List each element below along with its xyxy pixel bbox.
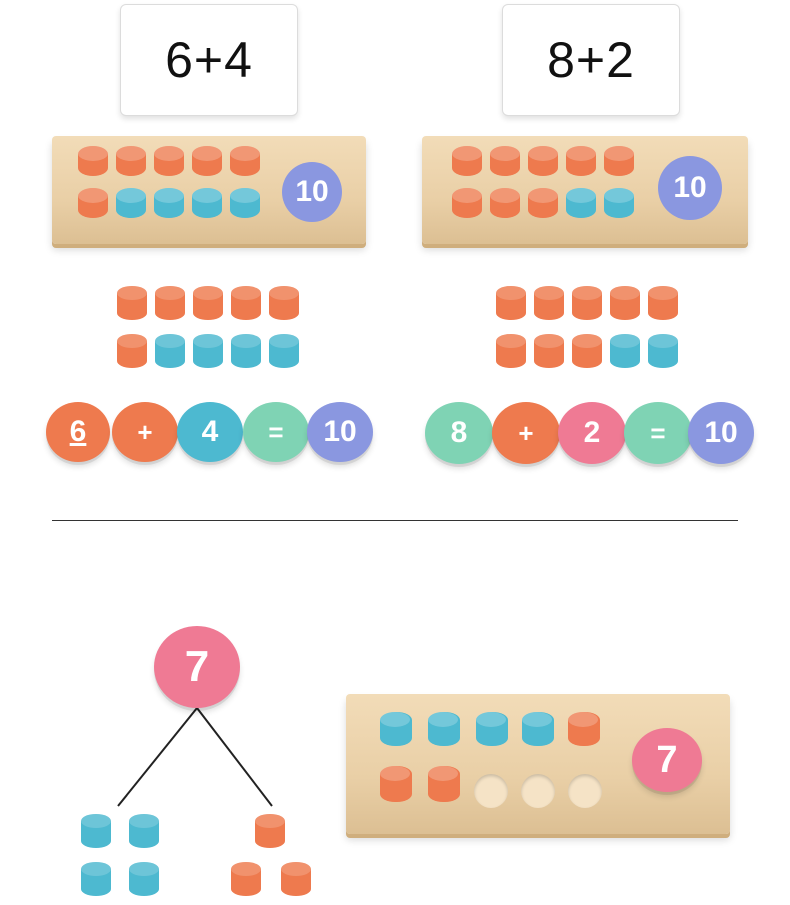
peg	[428, 766, 460, 802]
cylinder	[534, 286, 564, 320]
equation-disc: =	[243, 402, 309, 462]
flash-card-right: 8+2	[502, 4, 680, 116]
number-disc-text: 10	[673, 171, 707, 204]
cylinder	[117, 286, 147, 320]
peg	[566, 146, 596, 176]
cylinder	[610, 334, 640, 368]
equation-disc: 10	[688, 402, 754, 464]
peg	[490, 188, 520, 218]
equation-token: 8	[450, 416, 468, 449]
cylinder	[193, 334, 223, 368]
tree-root-text: 7	[184, 642, 210, 691]
peg	[154, 146, 184, 176]
bond-line-left	[117, 707, 198, 807]
section-divider	[52, 520, 738, 521]
peg	[476, 712, 508, 746]
cylinder	[269, 286, 299, 320]
number-disc-text: 7	[656, 738, 678, 781]
cylinder	[117, 334, 147, 368]
cylinder	[231, 334, 261, 368]
peg	[452, 188, 482, 218]
number-disc: 10	[658, 156, 722, 220]
peg	[380, 766, 412, 802]
peg	[78, 146, 108, 176]
cylinder	[281, 862, 311, 896]
peg	[380, 712, 412, 746]
equation-disc: 4	[177, 402, 243, 462]
equation-disc: +	[112, 402, 178, 462]
equation-token: 4	[201, 415, 219, 448]
peg	[566, 188, 596, 218]
equation-disc: 2	[558, 402, 626, 464]
cylinder	[496, 286, 526, 320]
equation-token: =	[268, 416, 284, 447]
empty-hole	[474, 774, 508, 808]
peg	[116, 146, 146, 176]
number-disc: 10	[282, 162, 342, 222]
flash-card-text: 8+2	[547, 32, 635, 88]
cylinder	[610, 286, 640, 320]
peg	[522, 712, 554, 746]
equation-token: 6	[69, 415, 87, 448]
cylinder	[231, 862, 261, 896]
peg	[490, 146, 520, 176]
wooden-board-left: 10	[52, 136, 366, 244]
peg	[528, 188, 558, 218]
wooden-board-right: 10	[422, 136, 748, 244]
cylinder	[81, 814, 111, 848]
peg	[116, 188, 146, 218]
equation-disc: +	[492, 402, 560, 464]
wooden-board-bottom: 7	[346, 694, 730, 834]
equation-disc: 6	[46, 402, 110, 462]
peg	[230, 146, 260, 176]
equation-token: +	[137, 416, 153, 447]
cylinder	[155, 286, 185, 320]
bond-line-right	[196, 707, 273, 807]
equation-disc: 8	[425, 402, 493, 464]
peg	[154, 188, 184, 218]
cylinder	[534, 334, 564, 368]
peg	[192, 188, 222, 218]
peg	[452, 146, 482, 176]
peg	[604, 188, 634, 218]
cylinder	[255, 814, 285, 848]
cylinder	[648, 286, 678, 320]
flash-card-text: 6+4	[165, 32, 253, 88]
cylinder	[269, 334, 299, 368]
cylinder	[648, 334, 678, 368]
peg	[528, 146, 558, 176]
equation-disc: =	[624, 402, 692, 464]
cylinder	[496, 334, 526, 368]
peg	[192, 146, 222, 176]
empty-hole	[568, 774, 602, 808]
cylinder	[129, 814, 159, 848]
cylinder	[231, 286, 261, 320]
empty-hole	[521, 774, 555, 808]
cylinder	[129, 862, 159, 896]
tree-root-disc: 7	[154, 626, 240, 708]
cylinder	[193, 286, 223, 320]
equation-token: +	[518, 417, 534, 448]
peg	[428, 712, 460, 746]
cylinder	[81, 862, 111, 896]
equation-token: 10	[704, 416, 738, 449]
number-disc-text: 10	[295, 175, 329, 208]
flash-card-left: 6+4	[120, 4, 298, 116]
equation-token: 10	[323, 415, 357, 448]
equation-token: 2	[583, 416, 601, 449]
peg	[78, 188, 108, 218]
number-disc: 7	[632, 728, 702, 792]
equation-token: =	[650, 417, 666, 448]
equation-disc: 10	[307, 402, 373, 462]
cylinder	[572, 334, 602, 368]
cylinder	[572, 286, 602, 320]
peg	[230, 188, 260, 218]
peg	[604, 146, 634, 176]
cylinder	[155, 334, 185, 368]
peg	[568, 712, 600, 746]
